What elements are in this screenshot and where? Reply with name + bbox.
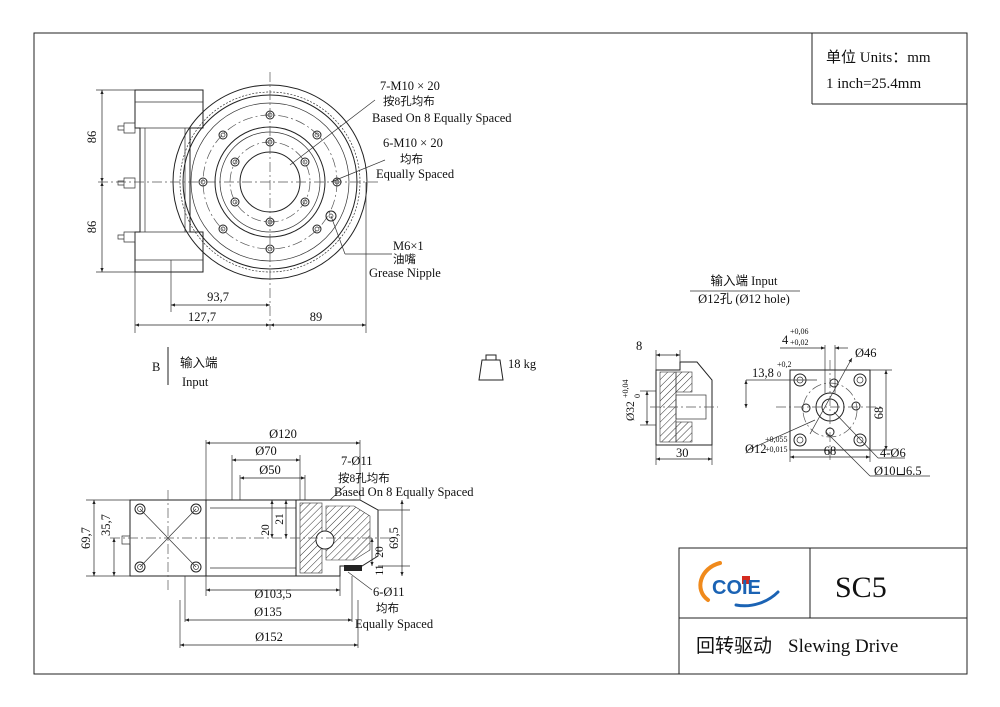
callout-7m10-spec: 7-M10 × 20 — [380, 79, 440, 93]
dim-30: 30 — [676, 446, 689, 460]
product-name-en: Slewing Drive — [788, 636, 898, 657]
dim-13-8: 13,8 — [752, 366, 774, 380]
dim-69-7: 69,7 — [79, 527, 93, 549]
dim-70: Ø70 — [255, 444, 277, 458]
dim-32-tol-top: +0,04 — [621, 379, 630, 398]
dim-152: Ø152 — [255, 630, 283, 644]
dim-86-lower: 86 — [85, 221, 99, 234]
callout-m6-en: Grease Nipple — [369, 266, 441, 280]
dim-93-7: 93,7 — [207, 290, 229, 304]
weight-label: 18 kg — [508, 357, 537, 371]
dim-10: Ø10⊔6.5 — [874, 464, 922, 478]
input-title: 输入端 Input — [710, 273, 778, 288]
dim-13-8-tol-top: +0,2 — [777, 360, 792, 369]
dim-120: Ø120 — [269, 427, 297, 441]
view-b-letter: B — [152, 360, 160, 374]
dim-32-tol-bot: 0 — [633, 394, 642, 398]
top-view: 86 86 93,7 127,7 89 7-M10 × 20 按8孔均布 Bas… — [85, 72, 512, 389]
dim-103-5: Ø103,5 — [254, 587, 291, 601]
dim-4: 4 — [782, 333, 789, 347]
callout-6m10-spec: 6-M10 × 20 — [383, 136, 443, 150]
product-name-cn: 回转驱动 — [696, 635, 772, 657]
title-block: COIE SC5 回转驱动 Slewing Drive — [678, 547, 968, 675]
dim-20: 20 — [260, 524, 272, 536]
dim-21: 21 — [274, 513, 286, 525]
dim-8: 8 — [636, 339, 642, 353]
dim-6-11-spec: 6-Ø11 — [373, 585, 404, 599]
dim-20b: 20 — [374, 546, 386, 558]
logo-text: COIE — [712, 577, 761, 599]
bearing-ball-icon — [315, 530, 335, 550]
view-b-en: Input — [182, 375, 209, 389]
coie-logo: COIE — [698, 561, 780, 608]
dim-32: Ø32 — [625, 401, 637, 421]
dim-6-11-cn: 均布 — [376, 602, 399, 615]
dim-4-tol-top: +0,06 — [790, 327, 809, 336]
dim-11: 11 — [374, 564, 386, 575]
dim-6-11-en: Equally Spaced — [355, 617, 434, 631]
callout-m6-spec: M6×1 — [393, 239, 424, 253]
dim-7-11-en: Based On 8 Equally Spaced — [334, 485, 474, 499]
dim-127-7: 127,7 — [188, 310, 216, 324]
dim-46: Ø46 — [855, 346, 877, 360]
callout-7m10-cn: 按8孔均布 — [383, 94, 435, 108]
dim-135: Ø135 — [254, 605, 282, 619]
inch-conversion: 1 inch=25.4mm — [826, 76, 921, 92]
section-view: Ø120 Ø70 Ø50 7-Ø11 按8孔均布 Based On 8 Equa… — [79, 427, 474, 648]
weight-indicator: 18 kg — [478, 354, 537, 381]
view-b-cn: 输入端 — [180, 355, 218, 370]
dim-13-8-tol-bot: 0 — [777, 370, 781, 379]
input-detail: 输入端 Input Ø12孔 (Ø12 hole) 8 Ø32 +0,04 0 … — [621, 273, 930, 478]
dim-12-tol-top: +0,055 — [765, 435, 788, 444]
model-number: SC5 — [835, 571, 887, 604]
callout-6m10-cn: 均布 — [400, 153, 423, 166]
dim-4-tol-bot: +0,02 — [790, 338, 809, 347]
input-hole-spec: Ø12孔 (Ø12 hole) — [698, 292, 790, 306]
weight-icon — [478, 359, 504, 381]
callout-7m10-en: Based On 8 Equally Spaced — [372, 111, 512, 125]
units-label: 单位 Units：mm — [826, 49, 931, 66]
dim-12: Ø12 — [745, 442, 767, 456]
grease-nipple-icon — [325, 210, 337, 222]
dim-7-11-cn: 按8孔均布 — [338, 471, 390, 485]
dim-35-7: 35,7 — [99, 514, 113, 536]
drawing-frame — [33, 32, 968, 675]
dim-89: 89 — [310, 310, 323, 324]
dim-86-upper: 86 — [85, 131, 99, 144]
dim-50: Ø50 — [259, 463, 281, 477]
dim-7-11-spec: 7-Ø11 — [341, 454, 372, 468]
callout-6m10-en: Equally Spaced — [376, 167, 455, 181]
dim-4-phi6: 4-Ø6 — [880, 446, 906, 460]
callout-m6-cn: 油嘴 — [393, 252, 416, 266]
dim-12-tol-bot: +0,015 — [765, 445, 788, 454]
dim-68-vertical: 68 — [872, 407, 886, 420]
dim-68-horizontal: 68 — [824, 444, 837, 458]
units-box: 单位 Units：mm 1 inch=25.4mm — [811, 33, 967, 105]
dim-69-5: 69,5 — [387, 527, 401, 549]
